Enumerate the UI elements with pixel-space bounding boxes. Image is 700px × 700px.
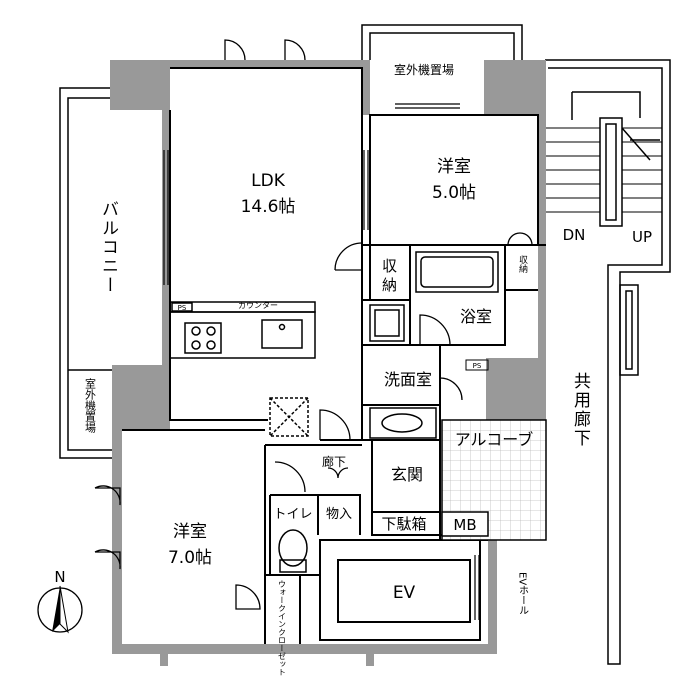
ldk-size-label: 14.6帖 bbox=[241, 197, 296, 217]
stair-treads bbox=[545, 127, 662, 213]
corridor-railing bbox=[619, 284, 639, 376]
stairs-down-label: DN bbox=[563, 226, 586, 244]
compass: N bbox=[37, 568, 83, 634]
thick-walls bbox=[110, 60, 546, 654]
stairs-up-label: UP bbox=[632, 228, 652, 246]
common-corridor-label: 共用廊下 bbox=[570, 372, 591, 448]
entrance-label: 玄関 bbox=[391, 465, 423, 484]
storage-b-label: 収納 bbox=[517, 254, 528, 274]
storage-a-label: 収納 bbox=[380, 258, 398, 296]
bathtub bbox=[415, 251, 499, 293]
walk-in-closet-label: ウォークインクローゼット bbox=[278, 580, 287, 676]
bottom-pillars bbox=[160, 652, 374, 666]
staircase bbox=[545, 59, 671, 665]
ps-a-label: PS bbox=[178, 304, 187, 312]
elevator-hall-label: EVホール bbox=[517, 572, 529, 615]
western-room-b-size: 7.0帖 bbox=[168, 548, 212, 568]
elevator-label: EV bbox=[393, 583, 416, 603]
doors bbox=[94, 39, 533, 610]
toilet-fixture bbox=[278, 529, 308, 573]
ldk-label: LDK bbox=[251, 171, 286, 191]
western-room-a-label: 洋室 bbox=[437, 157, 471, 177]
meter-box-label: MB bbox=[453, 516, 476, 534]
shoe-closet-label: 下駄箱 bbox=[381, 515, 426, 533]
hallway-label: 廊下 bbox=[322, 454, 346, 469]
mb-box bbox=[441, 511, 489, 537]
balcony-label: バルコニー bbox=[98, 200, 118, 295]
wash-basin bbox=[369, 407, 437, 439]
bathroom-label: 浴室 bbox=[460, 307, 492, 326]
western-room-a-size: 5.0帖 bbox=[432, 183, 476, 203]
western-room-b-label: 洋室 bbox=[173, 522, 207, 542]
outdoor-unit-area-top bbox=[361, 24, 523, 60]
counter-label: カウンター bbox=[238, 301, 278, 310]
kitchen-counter bbox=[169, 301, 316, 359]
compass-north-label: N bbox=[54, 568, 65, 586]
closet-label: 物入 bbox=[326, 507, 352, 522]
balcony bbox=[59, 87, 112, 459]
window-sashes bbox=[163, 103, 480, 620]
alcove-label: アルコーブ bbox=[455, 430, 534, 449]
washing-machine bbox=[369, 304, 405, 342]
floor-hatch bbox=[269, 397, 309, 437]
ps-b-label: PS bbox=[473, 362, 482, 370]
toilet-label: トイレ bbox=[273, 507, 312, 522]
washroom-label: 洗面室 bbox=[384, 370, 432, 389]
outdoor-unit-side-label: 室外機置場 bbox=[84, 377, 97, 434]
outdoor-unit-top-label: 室外機置場 bbox=[394, 62, 454, 77]
